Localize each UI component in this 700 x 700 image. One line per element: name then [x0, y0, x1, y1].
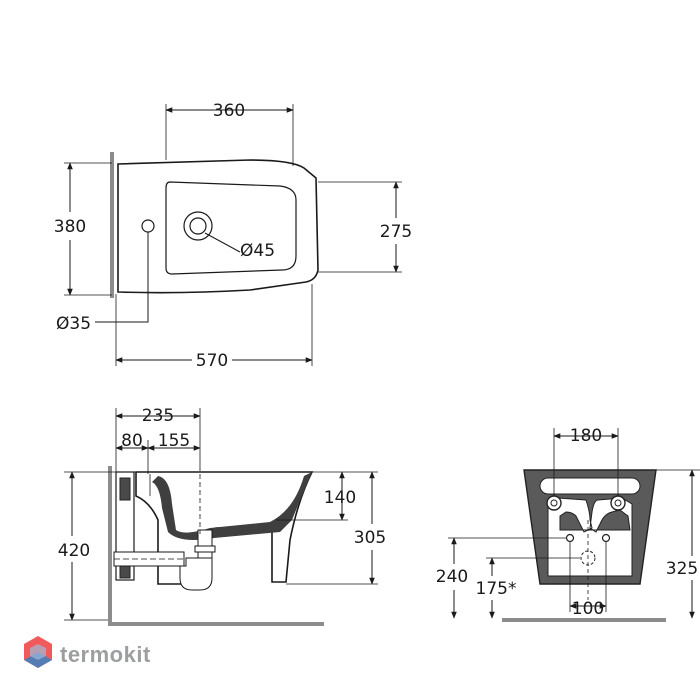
dim-label-80: 80 — [121, 431, 143, 451]
frame-block-bottom — [119, 565, 131, 579]
drain-pipe — [197, 529, 213, 559]
rear-top-slot — [539, 477, 641, 495]
dim-label-235: 235 — [142, 406, 174, 426]
dim-label-175: 175* — [476, 579, 517, 599]
logo-hex-inner-icon — [30, 644, 46, 660]
dim-label-420: 420 — [58, 541, 90, 561]
rear-view: 180 240 175* 100 325 — [436, 426, 700, 622]
dim-label-305: 305 — [354, 528, 386, 548]
dim-label-100: 100 — [572, 599, 604, 619]
supply-hole-right — [601, 533, 611, 543]
siphon-trap — [179, 557, 213, 591]
bowl-wall-section — [152, 472, 312, 540]
tap-hole-inner — [189, 217, 207, 235]
dim-label-325: 325 — [666, 559, 698, 579]
tap-hole-label: Ø45 — [240, 241, 275, 261]
frame-block-top — [119, 477, 131, 501]
dim-label-275: 275 — [380, 222, 412, 242]
dim-label-140: 140 — [324, 488, 356, 508]
dim-label-570: 570 — [196, 351, 228, 371]
fixing-hole-left-inner — [550, 499, 558, 507]
dim-label-240: 240 — [436, 567, 468, 587]
tap-hole-outer — [183, 211, 213, 241]
bidet-top-outline — [117, 159, 319, 294]
dim-label-155: 155 — [158, 431, 190, 451]
tap-hole-leader — [204, 232, 241, 253]
overflow-hole-label: Ø35 — [56, 314, 91, 334]
drain-nut — [194, 545, 216, 553]
overflow-hole-leader — [95, 232, 149, 323]
brand-logo: termokit — [24, 636, 151, 668]
supply-hole-left — [565, 533, 575, 543]
dim-label-180: 180 — [570, 426, 602, 446]
side-view: 235 80 155 420 140 305 — [58, 406, 386, 626]
rear-inner-opening — [547, 497, 633, 577]
bowl-inner-outline — [165, 181, 297, 275]
dim-label-360: 360 — [213, 101, 245, 121]
top-view: Ø45 Ø35 360 380 275 570 — [54, 101, 412, 371]
dim-label-380: 380 — [54, 217, 86, 237]
brand-name: termokit — [60, 642, 151, 667]
fixing-hole-right-inner — [614, 499, 622, 507]
